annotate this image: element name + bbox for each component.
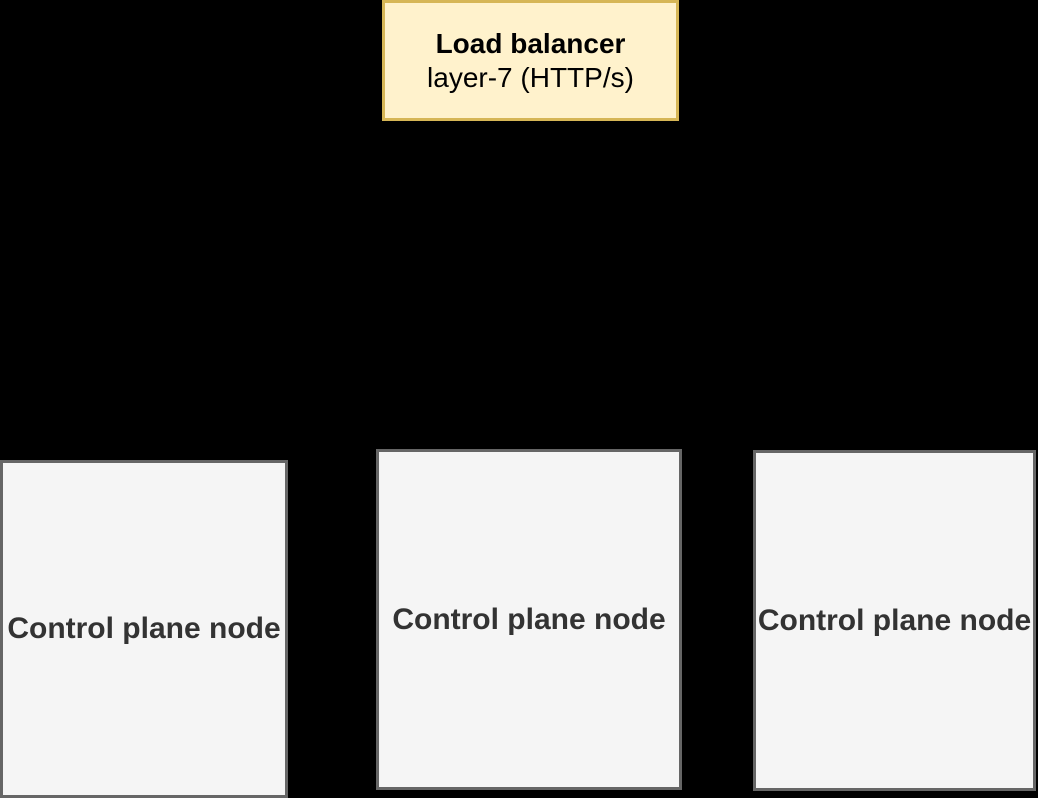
control-plane-node-3: Control plane node <box>753 450 1036 791</box>
control-plane-node-2: Control plane node <box>376 449 682 790</box>
control-plane-node-2-label: Control plane node <box>392 602 666 636</box>
load-balancer-node: Load balancer layer-7 (HTTP/s) <box>382 0 679 121</box>
load-balancer-subtitle: layer-7 (HTTP/s) <box>427 61 634 93</box>
control-plane-node-1-label: Control plane node <box>7 612 281 645</box>
load-balancer-title: Load balancer <box>435 27 626 59</box>
control-plane-node-3-label: Control plane node <box>757 603 1032 637</box>
control-plane-node-1: Control plane node <box>0 460 288 798</box>
